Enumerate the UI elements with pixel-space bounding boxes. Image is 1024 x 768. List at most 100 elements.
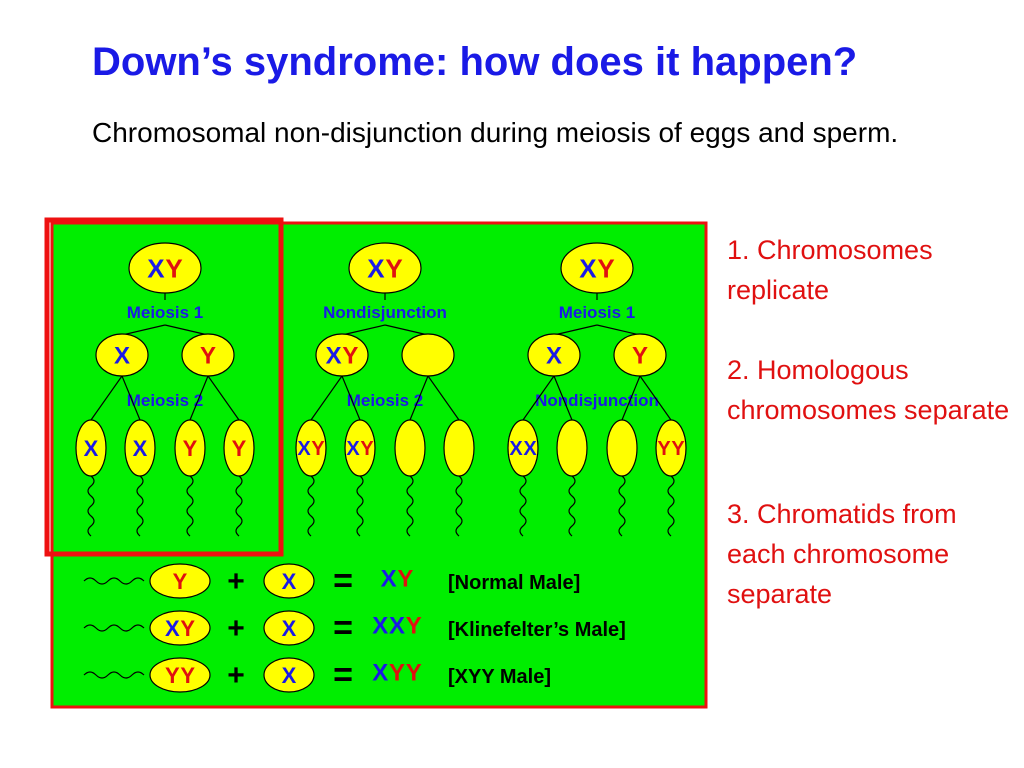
chromosome-label: X bbox=[346, 438, 360, 460]
sperm-tail bbox=[455, 475, 463, 537]
outcome-label: [Normal Male] bbox=[448, 572, 580, 594]
branch-line bbox=[621, 375, 641, 421]
branch-line bbox=[384, 324, 429, 336]
chromosome-label: X bbox=[282, 663, 297, 688]
chromosome-label: X bbox=[133, 436, 148, 461]
chromosome-label: Y bbox=[671, 438, 685, 460]
zygote-karyotype: Y bbox=[406, 660, 422, 687]
zygote-karyotype: X bbox=[389, 613, 405, 640]
sperm-cell bbox=[443, 419, 475, 477]
sperm-cell bbox=[149, 610, 211, 646]
branch-line bbox=[553, 375, 573, 421]
sperm-tail bbox=[83, 624, 145, 632]
zygote-karyotype: X bbox=[372, 613, 388, 640]
daughter-cell bbox=[401, 333, 455, 377]
sperm-cell bbox=[149, 563, 211, 599]
chromosome-label: X bbox=[282, 569, 297, 594]
chromosome-label: Y bbox=[173, 569, 188, 594]
sperm-tail bbox=[406, 475, 414, 537]
sperm-tail bbox=[519, 475, 527, 537]
sperm-tail bbox=[307, 475, 315, 537]
chromosome-label: Y bbox=[165, 663, 180, 688]
step-1: 1. Chromosomes replicate bbox=[727, 235, 933, 305]
chromosome-label: X bbox=[367, 253, 385, 283]
chromosome-label: Y bbox=[597, 253, 614, 283]
equals-sign: = bbox=[333, 609, 353, 647]
branch-line bbox=[522, 375, 555, 421]
sperm-tail bbox=[618, 475, 626, 537]
branch-line bbox=[207, 375, 240, 421]
chromosome-label: Y bbox=[183, 436, 198, 461]
zygote-karyotype: Y bbox=[406, 613, 422, 640]
chromosome-label: Y bbox=[180, 616, 195, 641]
branch-line bbox=[121, 375, 141, 421]
chromosome-label: X bbox=[546, 343, 562, 370]
chromosome-label: Y bbox=[342, 343, 358, 370]
outcome-label: [XYY Male] bbox=[448, 666, 551, 688]
stage-label: Meiosis 1 bbox=[127, 303, 204, 322]
egg-cell bbox=[263, 610, 315, 646]
chromosome-label: Y bbox=[311, 438, 325, 460]
chromosome-label: Y bbox=[360, 438, 374, 460]
branch-line bbox=[121, 324, 166, 336]
sperm-cell bbox=[606, 419, 638, 477]
sperm-tail bbox=[83, 671, 145, 679]
chromosome-label: X bbox=[147, 253, 165, 283]
chromosome-label: Y bbox=[232, 436, 247, 461]
branch-line bbox=[189, 375, 209, 421]
branch-line bbox=[341, 324, 386, 336]
branch-line bbox=[596, 324, 641, 336]
stage-label: Meiosis 1 bbox=[559, 303, 636, 322]
sperm-tail bbox=[186, 475, 194, 537]
chromosome-label: X bbox=[282, 616, 297, 641]
sperm-tail bbox=[83, 577, 145, 585]
plus-sign: + bbox=[227, 612, 245, 645]
stage-label: Nondisjunction bbox=[323, 303, 447, 322]
outcome-label: [Klinefelter’s Male] bbox=[448, 619, 626, 641]
chromosome-label: X bbox=[523, 438, 537, 460]
sperm-tail bbox=[568, 475, 576, 537]
chromosome-label: Y bbox=[200, 343, 216, 370]
plus-sign: + bbox=[227, 565, 245, 598]
chromosome-label: Y bbox=[165, 253, 182, 283]
sperm-tail bbox=[356, 475, 364, 537]
step-3: 3. Chromatids from each chromosome separ… bbox=[727, 499, 957, 609]
chromosome-label: X bbox=[579, 253, 597, 283]
chromosome-label: X bbox=[165, 616, 180, 641]
normal-meiosis-highlight-frame bbox=[44, 217, 284, 557]
branch-line bbox=[164, 324, 209, 336]
stage-label: Meiosis 2 bbox=[347, 391, 424, 410]
zygote-karyotype: Y bbox=[389, 660, 405, 687]
sperm-tail bbox=[667, 475, 675, 537]
sperm-cell bbox=[394, 419, 426, 477]
chromosome-label: X bbox=[84, 436, 99, 461]
plus-sign: + bbox=[227, 659, 245, 692]
chromosome-label: Y bbox=[632, 343, 648, 370]
sperm-cell bbox=[149, 657, 211, 693]
sperm-tail bbox=[136, 475, 144, 537]
zygote-karyotype: Y bbox=[397, 566, 413, 593]
egg-cell bbox=[263, 563, 315, 599]
branch-line bbox=[90, 375, 123, 421]
branch-line bbox=[639, 375, 672, 421]
zygote-karyotype: X bbox=[372, 660, 388, 687]
chromosome-label: Y bbox=[657, 438, 671, 460]
equals-sign: = bbox=[333, 656, 353, 694]
chromosome-label: X bbox=[326, 343, 342, 370]
chromosome-label: Y bbox=[385, 253, 402, 283]
stage-label: Nondisjunction bbox=[535, 391, 659, 410]
branch-line bbox=[341, 375, 361, 421]
equals-sign: = bbox=[333, 562, 353, 600]
sperm-cell bbox=[556, 419, 588, 477]
sperm-tail bbox=[235, 475, 243, 537]
chromosome-label: X bbox=[509, 438, 523, 460]
zygote-karyotype: X bbox=[381, 566, 397, 593]
egg-cell bbox=[263, 657, 315, 693]
sperm-tail bbox=[87, 475, 95, 537]
branch-line bbox=[310, 375, 343, 421]
diagram-panel bbox=[50, 221, 708, 709]
chromosome-label: X bbox=[114, 343, 130, 370]
branch-line bbox=[409, 375, 429, 421]
slide-subtitle: Chromosomal non-disjunction during meios… bbox=[92, 117, 899, 148]
